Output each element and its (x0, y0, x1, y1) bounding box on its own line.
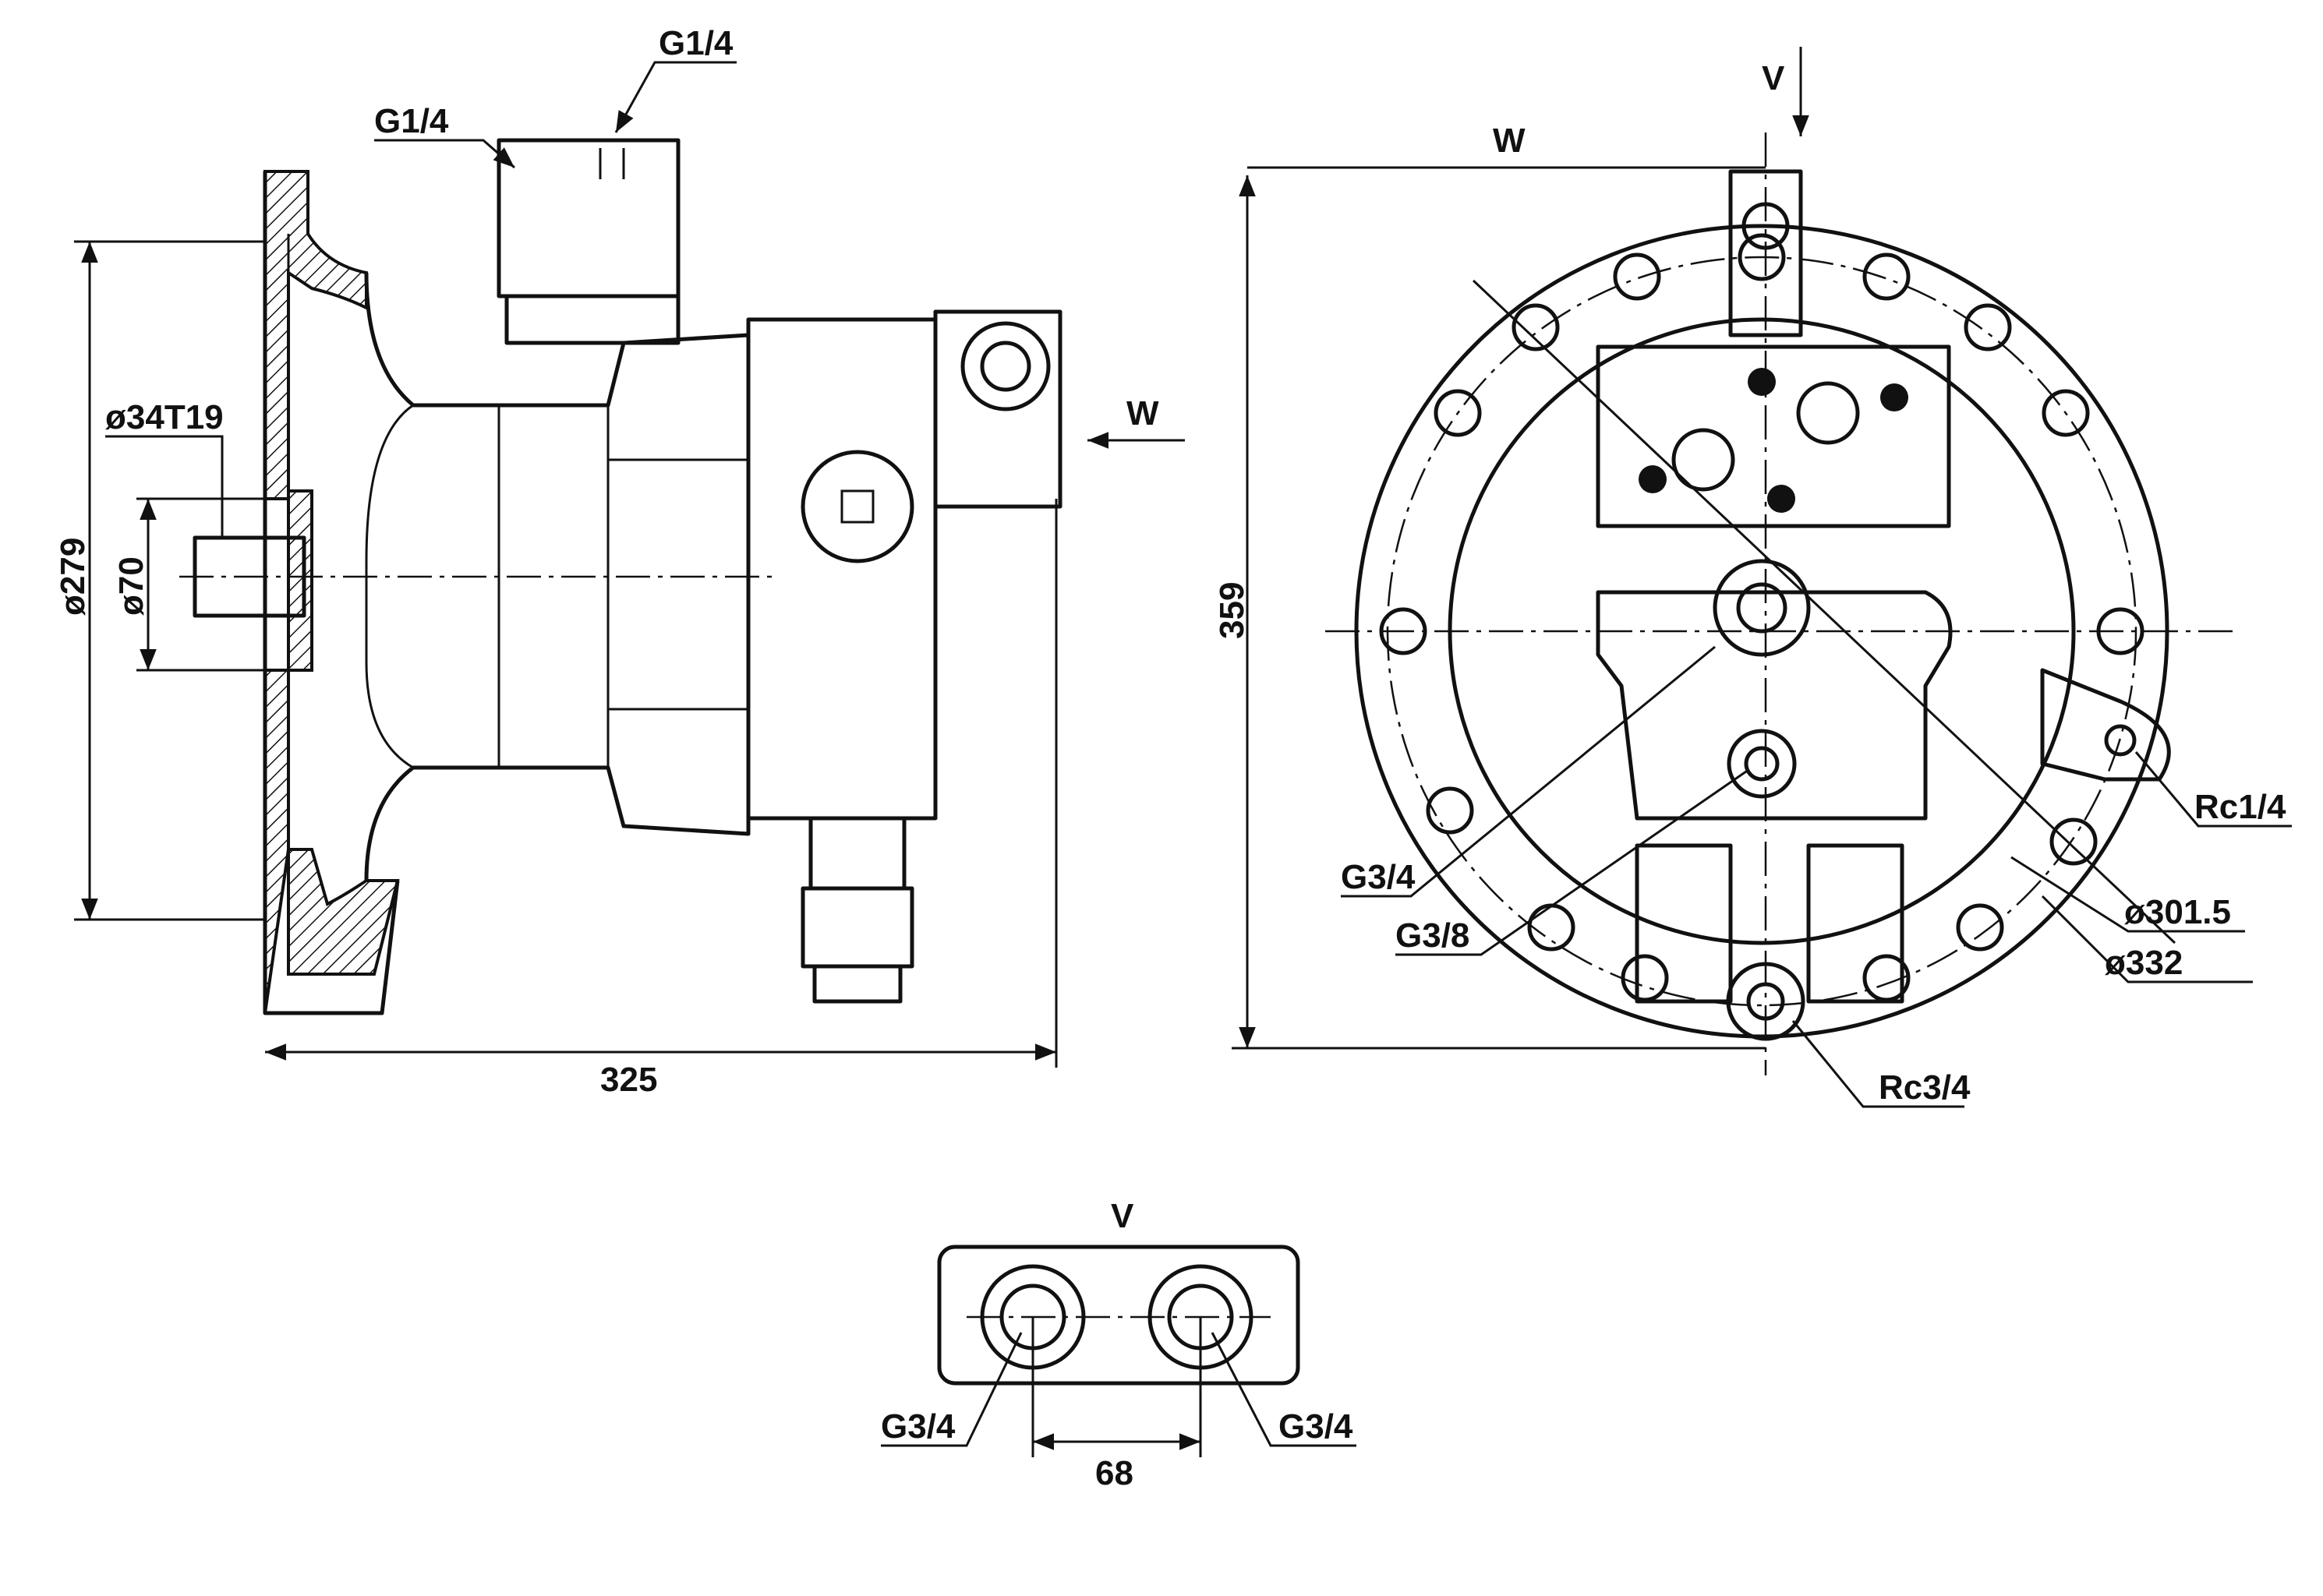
flange-section-mid (287, 489, 313, 672)
leader-g14-right (614, 61, 737, 133)
bolt-hole (1956, 903, 2004, 952)
inner-block-1 (497, 404, 610, 769)
bolt-hole (1613, 252, 1661, 301)
flange-section-top (263, 170, 368, 500)
cartridge-cap (812, 964, 903, 1004)
center-body (1596, 590, 1953, 821)
label-overall-length: 325 (600, 1061, 657, 1099)
bolt-hole (1862, 252, 1911, 301)
label-flange-diameter: ø279 (54, 538, 92, 616)
bolt-hole (2042, 389, 2090, 437)
cartridge-body (808, 816, 907, 891)
bolt-hole (1512, 303, 1560, 351)
cartridge-left (1635, 843, 1733, 1004)
cartridge-right (1806, 843, 1904, 1004)
leader-spline (105, 435, 224, 538)
port-bore-right (980, 341, 1031, 392)
leader-bolt-circle (2010, 856, 2245, 933)
inner-block-2 (606, 458, 750, 711)
bolt-hole (1621, 954, 1669, 1002)
leader-outer-diameter (2041, 895, 2253, 983)
port-boss-right (960, 321, 1051, 411)
label-bolt-circle: ø301.5 (2124, 893, 2231, 931)
small-boss-1 (1671, 428, 1735, 492)
cartridge-nut (801, 886, 914, 969)
leader-drain (1791, 1020, 1964, 1108)
label-w-view: W (1126, 394, 1159, 433)
flange-outline (263, 171, 400, 1015)
plug-1 (1748, 368, 1776, 396)
label-overall-height: 359 (1213, 582, 1251, 639)
label-port-spacing: 68 (1095, 1454, 1133, 1492)
adjuster-hex (840, 489, 875, 524)
label-port-rc14: Rc1/4 (2194, 788, 2286, 826)
label-detail-port-right: G3/4 (1278, 1407, 1353, 1446)
g34-port-bore (1744, 746, 1780, 782)
leader-g34 (1341, 645, 1716, 898)
bolt-hole (1527, 903, 1575, 952)
leader-rc14 (2134, 751, 2292, 828)
g34-port-boss (1727, 729, 1797, 799)
bolt-hole (1434, 389, 1482, 437)
bolt-hole (2049, 817, 2098, 866)
valve-block-main (1596, 344, 1951, 528)
side-view: ø279 ø70 ø34T19 325 G1/4 G1/4 W (54, 24, 1185, 1099)
inner-cavity (365, 404, 414, 769)
label-port-g14-left: G1/4 (374, 102, 449, 140)
leader-g14-left (374, 139, 515, 169)
leader-detail-left (881, 1332, 1023, 1447)
label-spline: ø34T19 (105, 398, 224, 436)
detail-block (937, 1245, 1300, 1386)
leader-g38 (1395, 770, 1747, 956)
rc14-port (2104, 724, 2137, 757)
relief-valve-cap (504, 294, 681, 345)
bolt-hole (1964, 303, 2012, 351)
small-boss-2 (1796, 381, 1860, 445)
leader-detail-right (1211, 1332, 1356, 1447)
adjuster-boss (801, 450, 914, 563)
plug-2 (1880, 383, 1908, 411)
flange-section-bottom (263, 669, 400, 1014)
label-detail-port-left: G3/4 (881, 1407, 956, 1446)
rc14-lug (2040, 668, 2171, 782)
label-detail-title: V (1111, 1197, 1134, 1235)
label-drain-port: Rc3/4 (1879, 1068, 1971, 1107)
brake-valve (933, 309, 1062, 509)
leader-bolt-circle-diag (1472, 279, 2176, 945)
valve-body (746, 317, 938, 821)
detail-view-v: V 68 G3/4 G3/4 (881, 1197, 1356, 1492)
label-shaft-diameter: ø70 (112, 556, 150, 616)
center-boss (1713, 559, 1811, 657)
bolt-hole (1426, 786, 1474, 835)
bolt-holes (1379, 233, 2144, 1002)
label-port-g14-right: G1/4 (659, 24, 734, 62)
relief-valve-top (497, 138, 681, 298)
bolt-hole (1738, 233, 1786, 281)
plug-4 (1767, 485, 1795, 513)
plug-3 (1639, 465, 1667, 493)
label-v-view: V (1762, 59, 1785, 97)
label-port-g34: G3/4 (1341, 858, 1416, 896)
label-outer-diameter: ø332 (2105, 944, 2183, 982)
valve-block-top (1728, 169, 1803, 337)
label-port-g38: G3/8 (1395, 916, 1469, 955)
label-w-dim: W (1493, 122, 1526, 160)
end-view: V W 359 G3/4 G3/8 Rc1/4 ø301.5 ø332 Rc3/… (1213, 47, 2292, 1108)
